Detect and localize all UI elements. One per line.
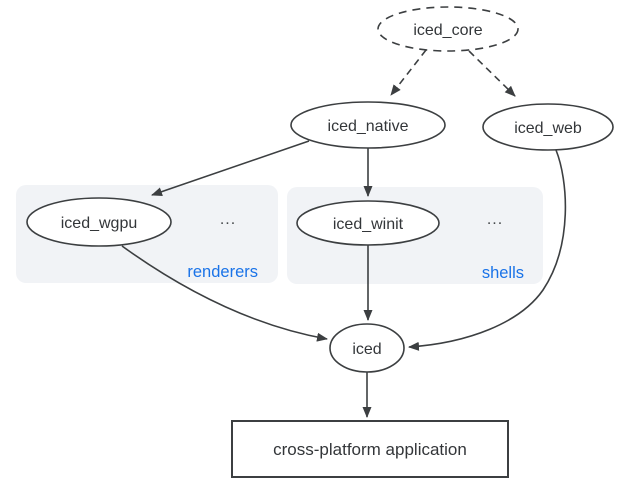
node-iced-native: iced_native [290, 101, 446, 149]
iced-core-label: iced_core [413, 22, 482, 39]
renderers-group-label: renderers [187, 263, 258, 281]
app-label: cross-platform application [273, 440, 467, 459]
node-iced-web: iced_web [482, 103, 614, 151]
node-iced-winit: iced_winit [296, 200, 440, 246]
edge-iced-native-to-iced-wgpu [151, 140, 310, 197]
edge-iced-wgpu-to-iced [121, 245, 328, 342]
iced-wgpu-ellipse [26, 197, 172, 247]
iced-web-ellipse [482, 103, 614, 151]
shells-ellipsis: ... [487, 211, 503, 228]
shells-group-label: shells [482, 264, 524, 282]
iced-ellipse [329, 323, 405, 373]
app-rectangle [231, 420, 509, 478]
iced-native-ellipse [290, 101, 446, 149]
iced-native-label: iced_native [328, 118, 409, 135]
node-iced-core: iced_core [377, 6, 519, 52]
node-iced: iced [329, 323, 405, 373]
iced-core-ellipse [377, 6, 519, 52]
node-cross-platform-application: cross-platform application [231, 420, 509, 478]
iced-wgpu-label: iced_wgpu [61, 215, 138, 232]
node-iced-wgpu: iced_wgpu [26, 197, 172, 247]
renderers-ellipsis: ... [220, 211, 236, 228]
iced-label: iced [352, 341, 381, 358]
iced-winit-label: iced_winit [333, 216, 404, 233]
edge-iced-core-to-iced-web [468, 50, 516, 97]
iced-winit-ellipse [296, 200, 440, 246]
edge-iced-core-to-iced-native [390, 49, 427, 96]
iced-web-label: iced_web [514, 120, 582, 137]
edge-iced-web-to-iced [408, 149, 567, 351]
